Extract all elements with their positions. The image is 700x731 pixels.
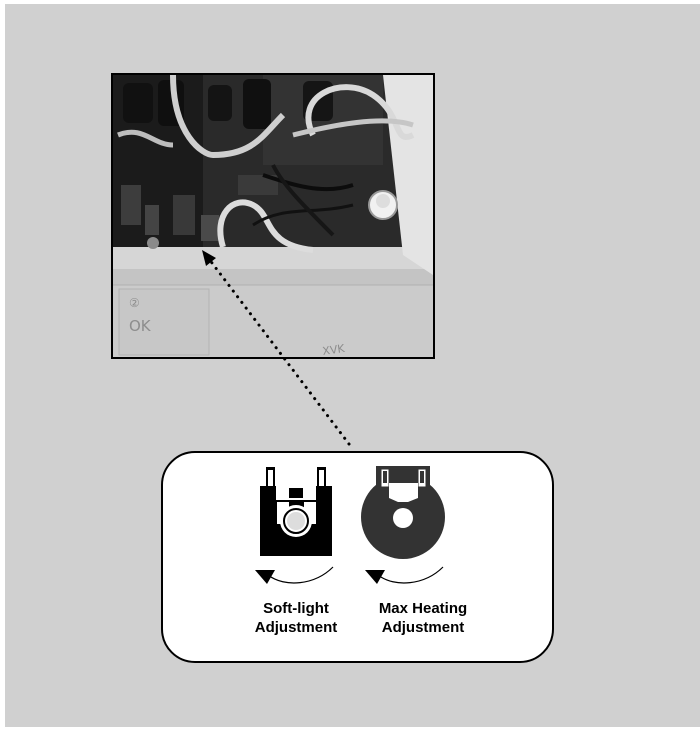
max-heating-counterclockwise-arrow-icon (365, 566, 444, 584)
photo-marking-scribble: XVK (322, 342, 347, 357)
adjustment-callout-box (161, 451, 554, 663)
max-heating-adjustment-label: Max Heating Adjustment (348, 599, 498, 637)
dotted-pointer-line (207, 257, 351, 446)
photo-marking-number: ② (129, 296, 140, 310)
soft-light-counterclockwise-arrow-icon (255, 566, 334, 584)
soft-light-adjustment-label: Soft-light Adjustment (236, 599, 356, 637)
soft-light-potentiometer-icon (260, 467, 332, 556)
max-heating-label-line2: Adjustment (381, 619, 465, 636)
soft-light-label-line1: Soft-light (263, 600, 329, 617)
circuit-board-photo-image: ② OK XVK (113, 75, 433, 357)
pointer-arrowhead-icon (202, 250, 216, 266)
max-heating-potentiometer-icon (361, 466, 445, 559)
soft-light-label-line2: Adjustment (254, 619, 338, 636)
max-heating-label-line1: Max Heating (378, 600, 468, 617)
circuit-board-photo: ② OK XVK (111, 73, 435, 359)
photo-marking-ok: OK (129, 317, 152, 335)
